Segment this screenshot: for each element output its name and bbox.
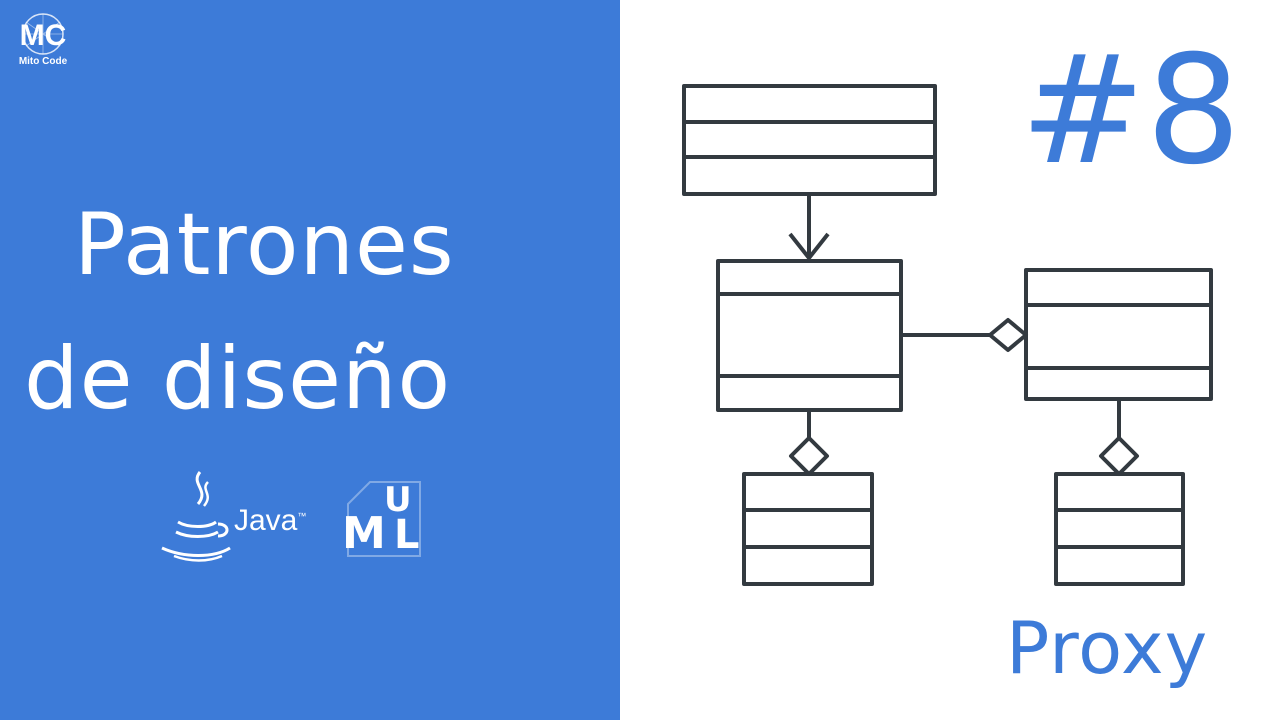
brand-initials: MC xyxy=(20,19,67,52)
pattern-name: Proxy xyxy=(1006,606,1209,690)
top-class-box xyxy=(682,84,937,196)
episode-number: #8 xyxy=(1020,24,1242,198)
bottom-left-class-box xyxy=(742,472,874,586)
java-cup-icon xyxy=(161,471,231,562)
uml-letter-l: L xyxy=(394,512,420,558)
java-trademark: ™ xyxy=(297,511,307,521)
title-line-2: de diseño xyxy=(24,329,452,429)
left-panel: MC Mito Code Patrones de diseño Java™ U … xyxy=(0,0,620,720)
uml-logo-icon: U M L xyxy=(340,478,430,560)
right-class-box xyxy=(1024,268,1213,401)
bottom-right-class-box xyxy=(1054,472,1185,586)
uml-letter-m: M xyxy=(342,508,386,559)
mito-code-logo-icon: MC Mito Code xyxy=(12,12,74,70)
uml-letter-u: U xyxy=(384,480,412,520)
java-logo-icon: Java™ xyxy=(156,468,316,564)
middle-class-box xyxy=(716,259,903,412)
uml-cube-icon xyxy=(347,481,421,557)
java-label: Java™ xyxy=(234,504,307,537)
title-line-1: Patrones xyxy=(74,195,455,295)
brand-name: Mito Code xyxy=(18,56,68,67)
uml-class-diagram-icon xyxy=(682,84,1213,586)
mito-code-logo-graphic: MC xyxy=(20,13,67,55)
